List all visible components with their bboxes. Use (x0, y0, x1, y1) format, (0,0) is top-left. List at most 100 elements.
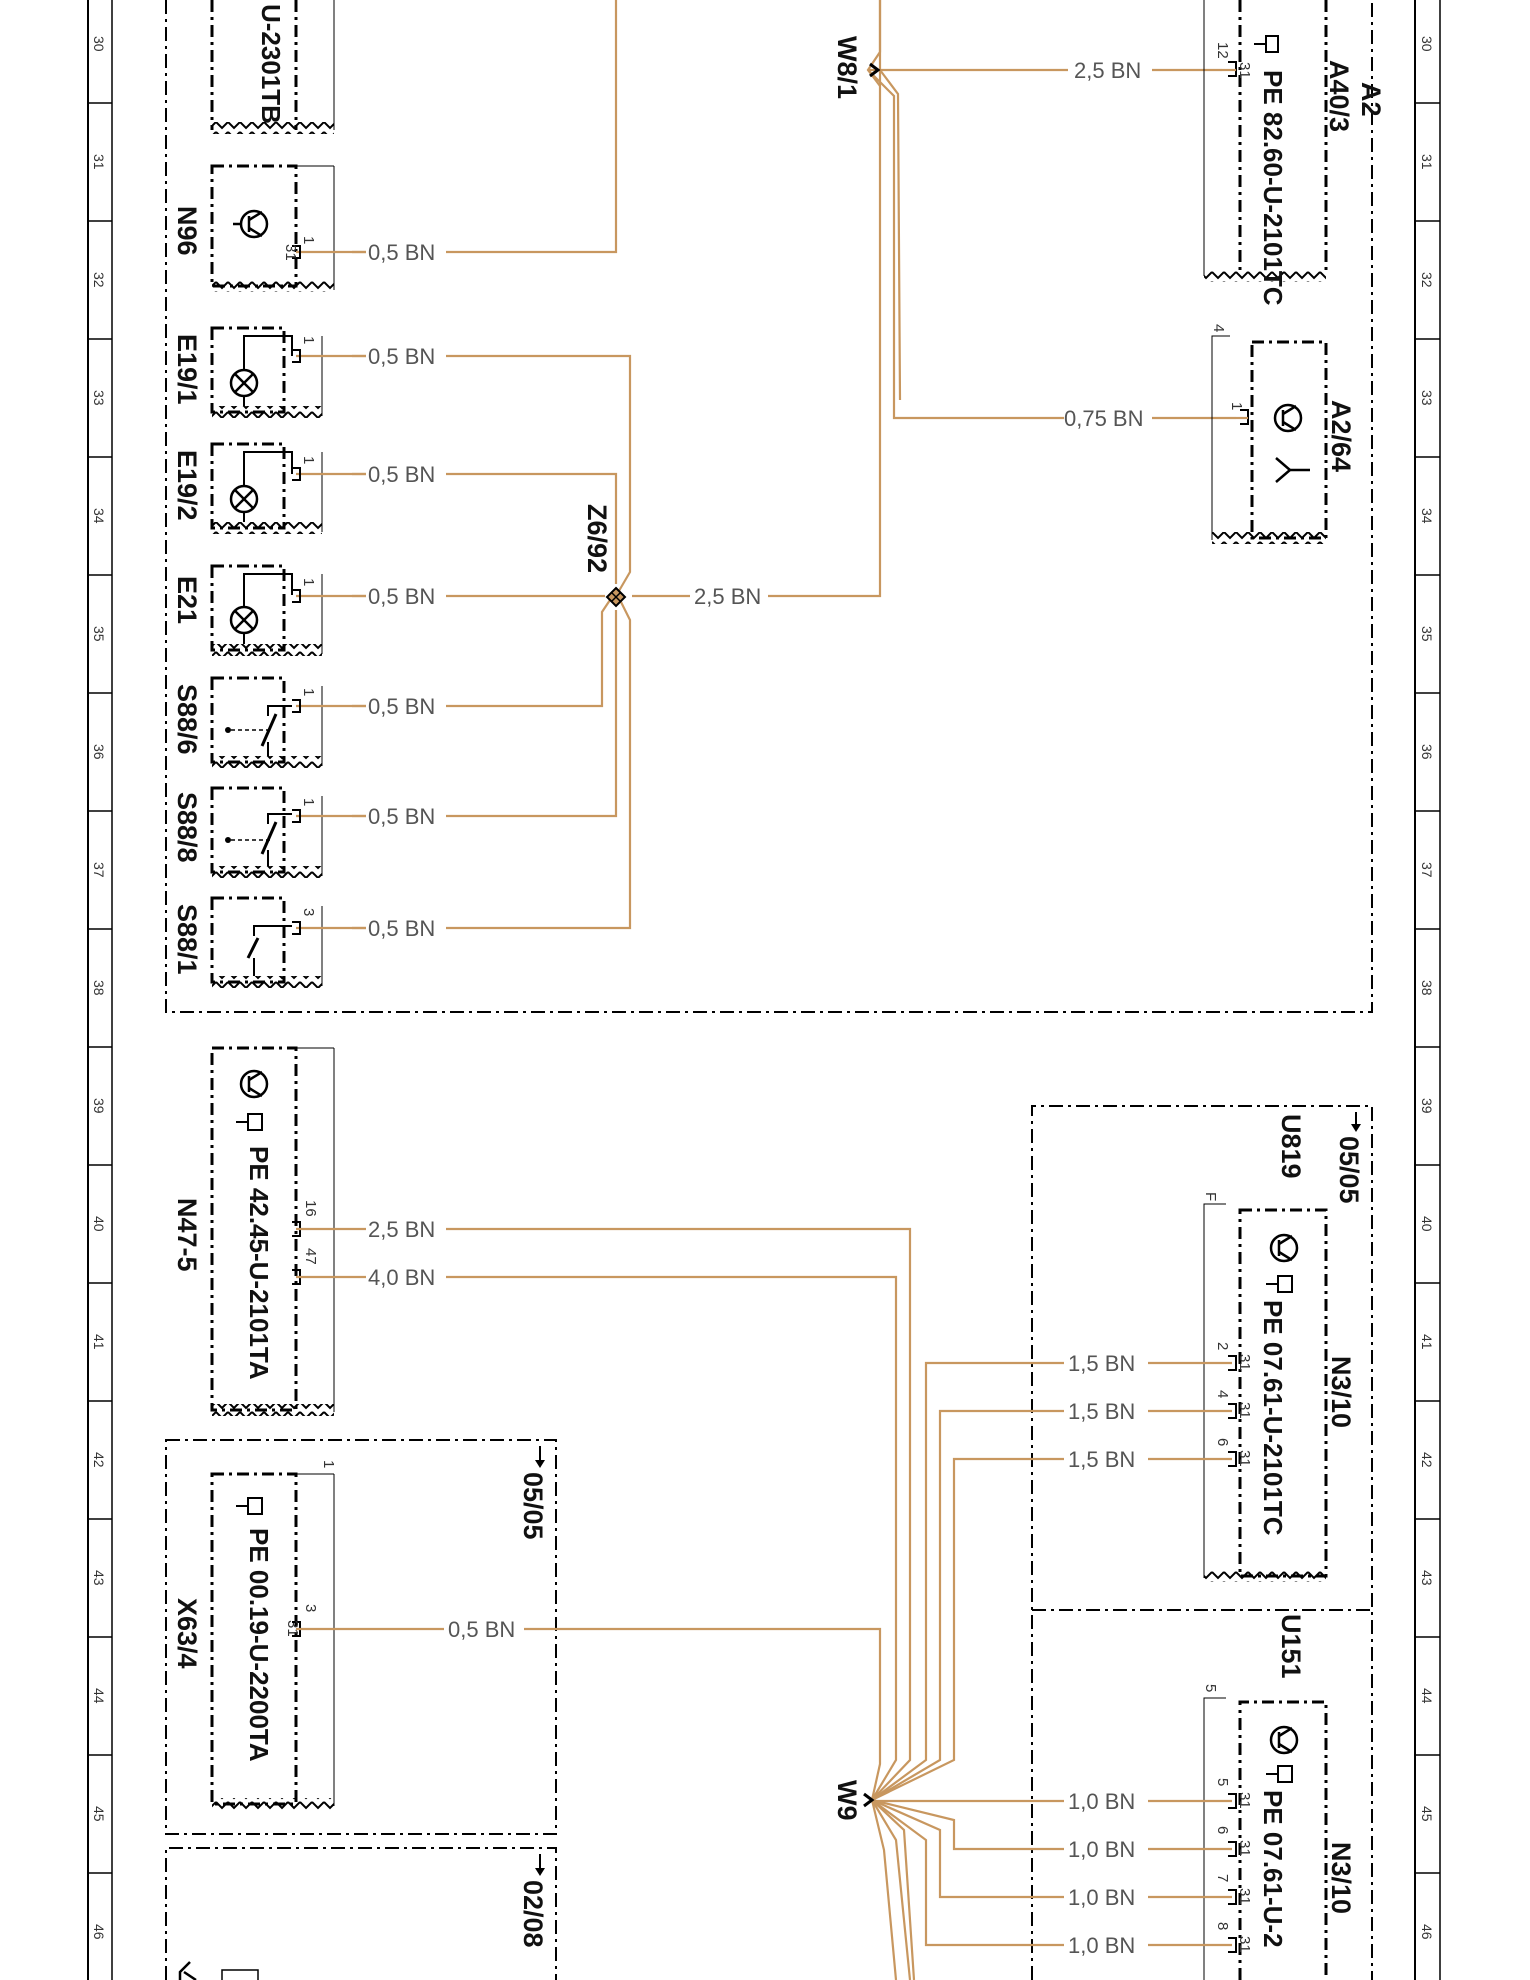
n3-10-upper-pin-6: 6 (1214, 1438, 1231, 1446)
e21-pin-label: 1 (300, 578, 317, 586)
upper-wires (352, 0, 1236, 930)
x63-4-wire-label: 0,5 BN (448, 1617, 515, 1642)
n3-10-upper-ground-6: 31 (1236, 1450, 1253, 1467)
n3-10-upper-wire-2: 1,5 BN (1068, 1399, 1135, 1424)
hand-pointer-icon (236, 1113, 263, 1131)
x63-4-pe-label: PE 00.19-U-2200TA (244, 1528, 274, 1762)
n96-wire-label: 0,5 BN (368, 240, 435, 265)
n3-10-upper-wire-3: 1,5 BN (1068, 1447, 1135, 1472)
module-n3-10-lower: 5 PE 07.61-U-2 N3/10 5 6 7 8 31 31 31 31 (1202, 1684, 1356, 1980)
antenna-icon (1275, 457, 1310, 483)
grid-number: 30 (1419, 36, 1435, 52)
grid-number: 39 (1419, 1098, 1435, 1114)
u819-frame (1031, 1105, 1373, 1980)
lower-wire-labels: 2,5 BN 4,0 BN 0,5 BN 1,5 BN 1,5 BN 1,5 B… (366, 1215, 1148, 1959)
component-s88-6: S88/6 (172, 676, 323, 768)
ref-0208-label: 02/08 (518, 1880, 548, 1948)
x63-4-ref-label: 05/05 (518, 1472, 548, 1540)
arrow-down-icon (535, 1446, 545, 1468)
s88-6-pin-label: 1 (300, 688, 317, 696)
grid-number: 46 (91, 1924, 107, 1940)
component-s88-1: S88/1 (172, 896, 323, 988)
grid-number: 32 (1419, 272, 1435, 288)
splice-z6-92: Z6/92 (582, 504, 627, 608)
grid-number: 33 (91, 390, 107, 406)
component-n47-5: PE 42.45-U-2101TA N47-5 16 47 (172, 1046, 335, 1416)
ground-point-w9: W9 (832, 1780, 875, 1821)
grid-number: 39 (91, 1098, 107, 1114)
n47-5-label: N47-5 (172, 1198, 202, 1272)
ref-0208-frame (165, 1847, 557, 1980)
n3-10-lower-ground-5: 31 (1236, 1792, 1253, 1809)
grid-number: 34 (91, 508, 107, 524)
grid-number: 41 (1419, 1334, 1435, 1350)
grid-number: 40 (91, 1216, 107, 1232)
n3-10-upper-pin-4: 4 (1214, 1390, 1231, 1398)
grid-number: 45 (91, 1806, 107, 1822)
n3-10-lower-wire-3: 1,0 BN (1068, 1885, 1135, 1910)
grid-number: 33 (1419, 390, 1435, 406)
n3-10-lower-pin-8: 8 (1214, 1922, 1231, 1930)
switch-icon (246, 925, 292, 976)
grid-number: 46 (1419, 1924, 1435, 1940)
n96-pin-label: 1 (300, 236, 317, 244)
x63-4-ground-label: 31 (284, 1620, 301, 1637)
transistor-icon (1269, 1233, 1299, 1263)
a2-group-label: A2 (1356, 82, 1386, 117)
grid-number: 36 (91, 744, 107, 760)
e21-wire-label: 0,5 BN (368, 584, 435, 609)
a2-64-pin-label: 1 (1228, 402, 1245, 410)
component-u2301tb-label: U-2301TB (256, 4, 286, 124)
ground-point-w8-1-label: W8/1 (832, 36, 862, 99)
u151-label: U151 (1276, 1614, 1306, 1679)
hand-pointer-icon (236, 1497, 263, 1515)
a2-64-label: A2/64 (1326, 400, 1356, 472)
a40-3-ground-label: 31 (1236, 62, 1253, 79)
n3-10-lower-ground-7: 31 (1236, 1888, 1253, 1905)
u819-ref-label: 05/05 (1334, 1136, 1364, 1204)
grid-number: 31 (1419, 154, 1435, 170)
grid-number: 44 (91, 1688, 107, 1704)
switch-icon (225, 813, 292, 866)
component-u2301tb: U-2301TB (210, 0, 335, 134)
grid-number: 42 (91, 1452, 107, 1468)
s88-8-pin-label: 1 (300, 798, 317, 806)
module-a40-3: 12 31 PE 82.60-U-2101TC A40/3 A2 (1203, 0, 1386, 306)
component-s88-8: S88/8 (172, 786, 323, 878)
a40-3-pin-label: 12 (1214, 42, 1231, 59)
n47-wire-label-1: 2,5 BN (368, 1217, 435, 1242)
s88-1-wire-label: 0,5 BN (368, 916, 435, 941)
n47-5-pin-16: 16 (302, 1200, 319, 1217)
grid-number: 44 (1419, 1688, 1435, 1704)
a40-3-pe-label: PE 82.60-U-2101TC (1258, 70, 1288, 306)
grid-number: 38 (91, 980, 107, 996)
transistor-icon (233, 209, 269, 239)
x63-4-group-frame (165, 1439, 557, 1835)
component-e19-2: E19/2 (172, 442, 323, 534)
n3-10-lower-pin-7: 7 (1214, 1874, 1231, 1882)
component-e21-label: E21 (172, 576, 202, 624)
x63-4-label: X63/4 (172, 1598, 202, 1669)
switch-icon (225, 705, 292, 756)
component-s88-8-label: S88/8 (172, 792, 202, 863)
hand-pointer-icon (1266, 1275, 1293, 1293)
component-e21: E21 (172, 564, 323, 656)
grid-number: 38 (1419, 980, 1435, 996)
grid-number: 40 (1419, 1216, 1435, 1232)
n47-5-pin-47: 47 (302, 1248, 319, 1265)
transistor-icon (1269, 1725, 1299, 1755)
hand-pointer-icon (1254, 35, 1279, 53)
n96-ground-label: 31 (282, 244, 299, 261)
splice-z6-92-label: Z6/92 (582, 504, 612, 573)
lamp-icon (229, 484, 259, 514)
n3-10-upper-connector-label: F (1202, 1192, 1219, 1201)
a40-3-wire-label: 2,5 BN (1074, 58, 1141, 83)
grid-number: 37 (1419, 862, 1435, 878)
ref-0208: 02/08 (178, 1854, 548, 1980)
grid-number: 32 (91, 272, 107, 288)
grid-number: 43 (91, 1570, 107, 1586)
grid-number: 31 (91, 154, 107, 170)
